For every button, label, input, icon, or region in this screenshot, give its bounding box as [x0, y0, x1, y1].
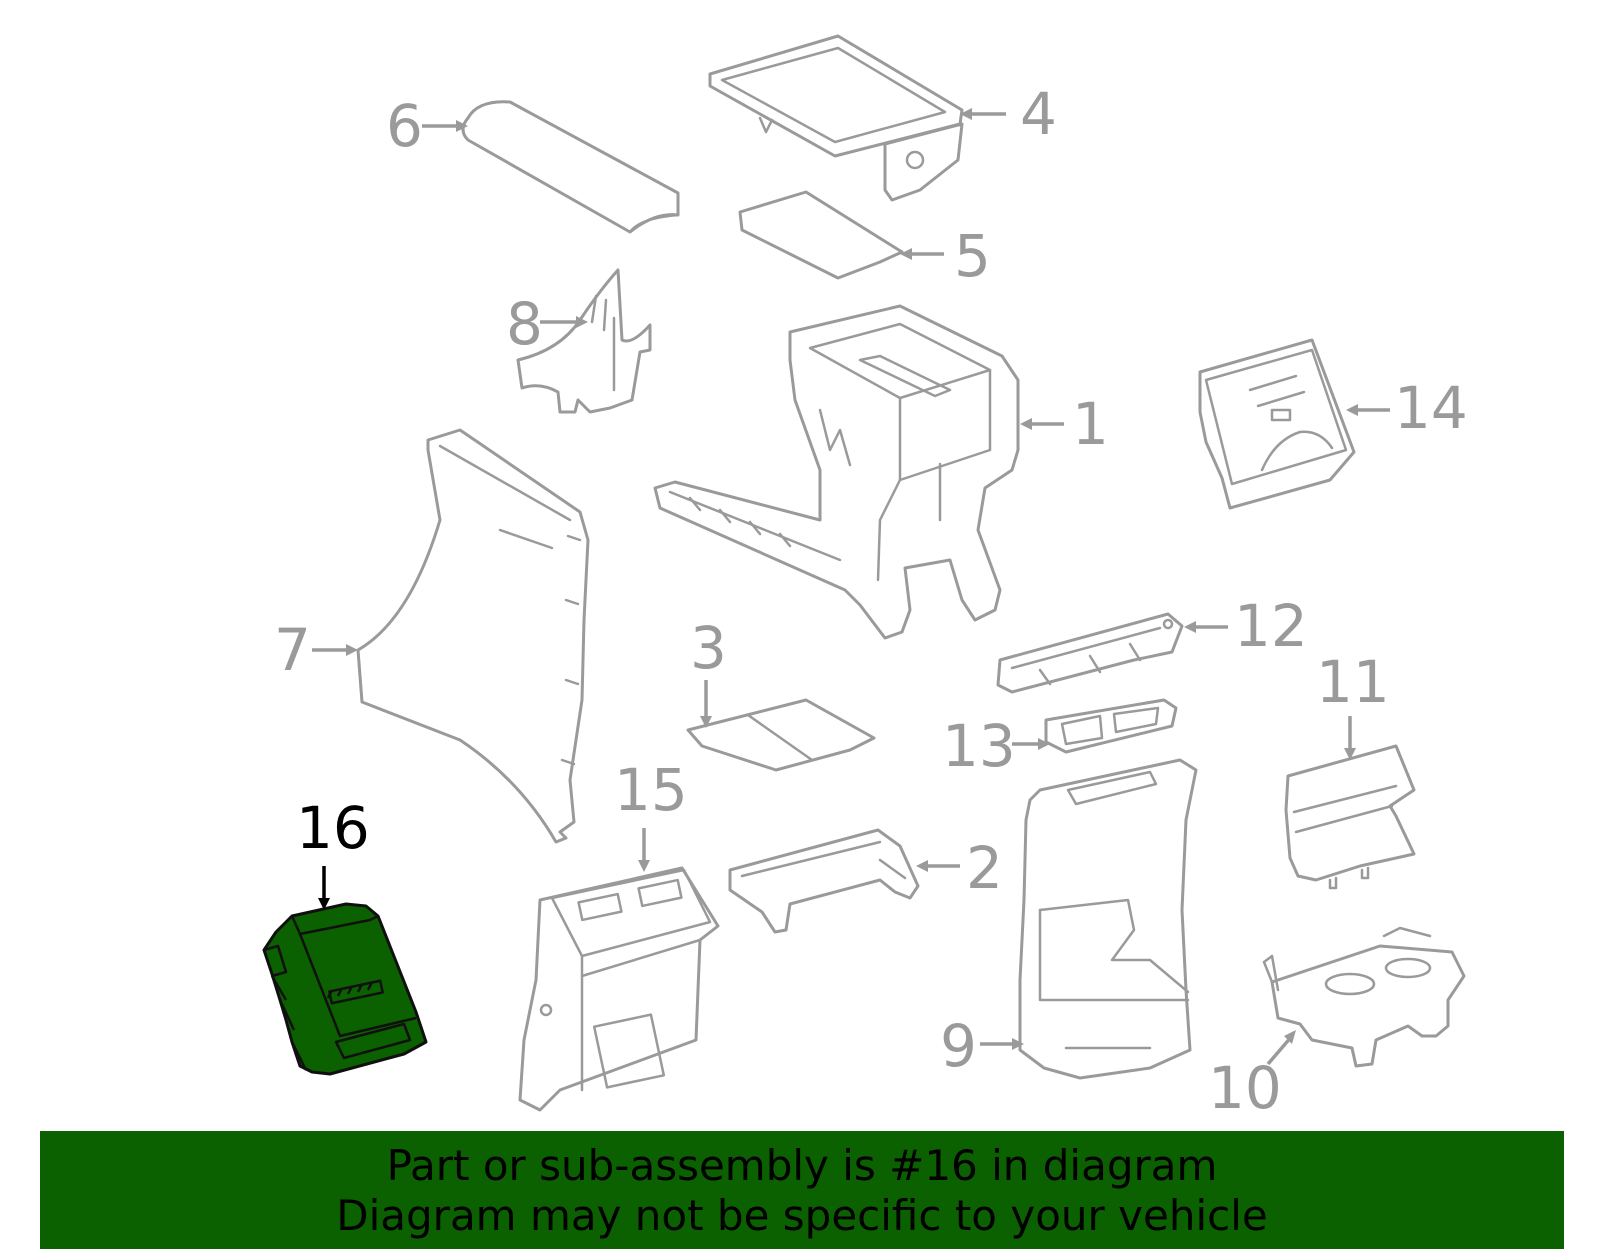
callout-14: 14 [1394, 374, 1468, 442]
part-4-console-lid [708, 34, 964, 202]
part-9-lower-panel [1018, 758, 1198, 1080]
part-1-console-box [653, 304, 1020, 640]
callout-12: 12 [1234, 592, 1308, 660]
arrow-10 [1266, 1034, 1294, 1066]
callout-11: 11 [1316, 648, 1390, 716]
callout-9: 9 [940, 1012, 977, 1080]
banner-line-1: Part or sub-assembly is #16 in diagram [386, 1141, 1218, 1190]
part-5-mat [738, 190, 904, 280]
callout-8: 8 [506, 290, 543, 358]
banner-line-2: Diagram may not be specific to your vehi… [336, 1191, 1268, 1240]
callout-2: 2 [966, 834, 1003, 902]
callout-5: 5 [954, 222, 991, 290]
part-7-side-panel [356, 428, 590, 844]
part-15-switch-panel [518, 866, 720, 1112]
part-2-bracket-strip [728, 828, 920, 934]
part-14-box [1198, 338, 1356, 510]
part-10-cup-holder [1262, 926, 1466, 1068]
callout-15: 15 [614, 756, 688, 824]
callout-arrows [312, 108, 1390, 1066]
part-11-cup-insert [1284, 744, 1416, 890]
part-12-trim-strip [996, 612, 1184, 694]
callout-10: 10 [1208, 1054, 1282, 1122]
callout-numbers: 6 4 5 8 1 14 7 3 12 11 13 15 2 9 10 16 [274, 80, 1468, 1122]
part-6-armrest-pad [461, 100, 680, 234]
callout-13: 13 [942, 712, 1016, 780]
notice-banner: Part or sub-assembly is #16 in diagram D… [40, 1131, 1564, 1249]
callout-6: 6 [386, 92, 423, 160]
part-3-small-cover [686, 698, 876, 772]
callout-7: 7 [274, 616, 311, 684]
callout-1: 1 [1072, 390, 1109, 458]
callout-16: 16 [296, 794, 370, 862]
callout-3: 3 [690, 614, 727, 682]
part-13-small-tray [1044, 698, 1178, 754]
callout-4: 4 [1020, 80, 1057, 148]
part-16-module-highlighted [262, 902, 428, 1076]
part-8-bracket [516, 268, 652, 414]
